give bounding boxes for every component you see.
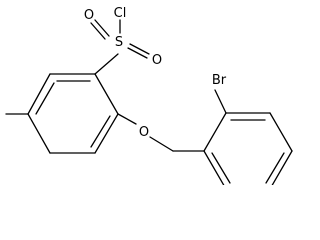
bond-ring-a-5 bbox=[27, 73, 51, 115]
ether-linkage: O bbox=[117, 113, 205, 152]
sulfonyl-chloride-group: Cl S O O bbox=[84, 6, 162, 75]
double-bond-s-o-right-2 bbox=[129, 43, 150, 55]
bond-ring-b-6 bbox=[203, 150, 225, 185]
bond-ring-b-4 bbox=[271, 150, 293, 185]
atom-chlorine: Cl bbox=[114, 6, 127, 21]
atom-bromine: Br bbox=[212, 73, 227, 88]
bond-ring-a-2 bbox=[94, 113, 119, 154]
bond-ring-a-4 bbox=[27, 113, 51, 154]
bond-ring-b-3 bbox=[269, 112, 293, 152]
double-bond-ring-b-left bbox=[211, 152, 231, 184]
bond-ring-to-sulfur bbox=[94, 53, 119, 75]
double-bond-s-o-top-2 bbox=[94, 19, 110, 37]
atom-ether-oxygen: O bbox=[139, 125, 149, 140]
bond-ring-to-bromine bbox=[214, 89, 227, 114]
double-bond-ring-a-right bbox=[90, 115, 111, 148]
benzene-ring-b bbox=[203, 112, 293, 185]
benzene-ring-a bbox=[27, 73, 119, 154]
bond-oxygen-to-ch2 bbox=[149, 136, 174, 152]
double-bond-ring-b-right bbox=[265, 152, 285, 184]
bond-ring-to-oxygen bbox=[117, 113, 137, 125]
atom-oxygen-top: O bbox=[84, 8, 94, 23]
bond-ring-b-1 bbox=[203, 112, 227, 152]
double-bond-s-o-top-1 bbox=[90, 22, 106, 40]
chemical-structure-diagram: Cl S O O O Br bbox=[5, 6, 293, 185]
bond-ring-a-1 bbox=[94, 73, 119, 115]
double-bond-s-o-right-1 bbox=[127, 47, 148, 59]
atom-sulfur: S bbox=[115, 35, 123, 50]
atom-oxygen-right: O bbox=[152, 53, 162, 68]
double-bond-ring-a-left bbox=[35, 82, 55, 115]
